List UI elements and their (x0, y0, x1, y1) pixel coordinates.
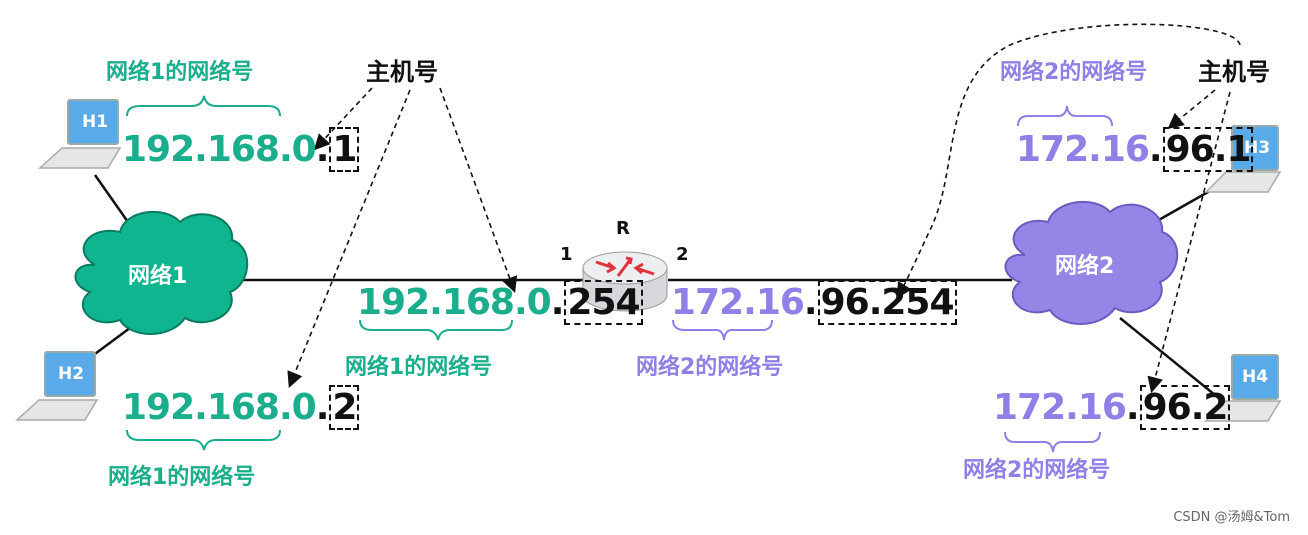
brace-router-if2 (672, 319, 773, 341)
ip-h1: 192.168.0.1 (122, 127, 360, 172)
net2-label-h3: 网络2的网络号 (1000, 60, 1148, 85)
cloud-net1-shape (74, 210, 249, 335)
host-number-label-left: 主机号 (366, 58, 438, 86)
ip-h1-net: 192.168.0 (122, 129, 317, 170)
brace-h3 (1017, 105, 1113, 127)
cloud-net2-label: 网络2 (1055, 254, 1115, 279)
host-h4-name: H4 (1242, 367, 1269, 387)
cloud-net1-label: 网络1 (128, 264, 188, 289)
ip-h3-net: 172.16 (1016, 129, 1150, 170)
brace-h1 (126, 95, 281, 117)
link-net2-h3 (1149, 186, 1216, 227)
laptop-h4-shape (1204, 354, 1282, 422)
ip-router-if2: 172.16.96.254 (671, 280, 957, 325)
host-number-label-right: 主机号 (1198, 58, 1270, 86)
ip-h4: 172.16.96.2 (993, 385, 1231, 430)
ip-router-if1-net: 192.168.0 (357, 282, 552, 323)
link-net2-h4 (1119, 317, 1216, 396)
ip-router-if1-host: 254 (564, 280, 643, 325)
net1-label-h1: 网络1的网络号 (106, 60, 254, 85)
ip-router-if2-net: 172.16 (671, 282, 805, 323)
net1-label-router: 网络1的网络号 (345, 355, 493, 380)
router-name: R (616, 218, 630, 239)
pointer-host-h3 (1167, 89, 1216, 130)
net2-label-router: 网络2的网络号 (636, 355, 784, 380)
ip-h4-host: 96.2 (1139, 385, 1231, 430)
router-port1: 1 (560, 244, 573, 265)
ip-h4-net: 172.16 (993, 387, 1127, 428)
ip-router-if1: 192.168.0.254 (357, 280, 643, 325)
ip-h1-host: 1 (329, 127, 360, 172)
ip-h2-host: 2 (329, 385, 360, 430)
watermark: CSDN @汤姆&Tom (1173, 510, 1290, 525)
router-port2: 2 (676, 244, 689, 265)
ip-h3-host: 96.1 (1162, 127, 1254, 172)
pointer-host-router2 (896, 23, 1241, 299)
host-h3-name: H3 (1244, 138, 1271, 158)
pointer-host-h4 (1147, 91, 1231, 394)
pointer-host-h1 (313, 87, 373, 151)
brace-h2 (126, 429, 281, 451)
ip-h2: 192.168.0.2 (122, 385, 360, 430)
ip-h3: 172.16.96.1 (1016, 127, 1254, 172)
ip-h2-net: 192.168.0 (122, 387, 317, 428)
host-h2-name: H2 (58, 364, 85, 384)
router-shape (582, 251, 668, 312)
net2-label-h4: 网络2的网络号 (963, 458, 1111, 483)
laptop-h2-shape (15, 351, 99, 421)
brace-router-if1 (359, 319, 513, 341)
pointer-host-router1 (439, 87, 518, 294)
ip-router-if2-host: 96.254 (817, 280, 957, 325)
laptop-h3-shape (1204, 125, 1282, 193)
cloud-net2-shape (1004, 200, 1179, 325)
laptop-h1-shape (38, 99, 122, 169)
host-h1-name: H1 (82, 112, 109, 132)
net1-label-h2: 网络1的网络号 (108, 465, 256, 490)
pointer-host-h2 (287, 89, 411, 388)
brace-h4 (1004, 431, 1101, 453)
